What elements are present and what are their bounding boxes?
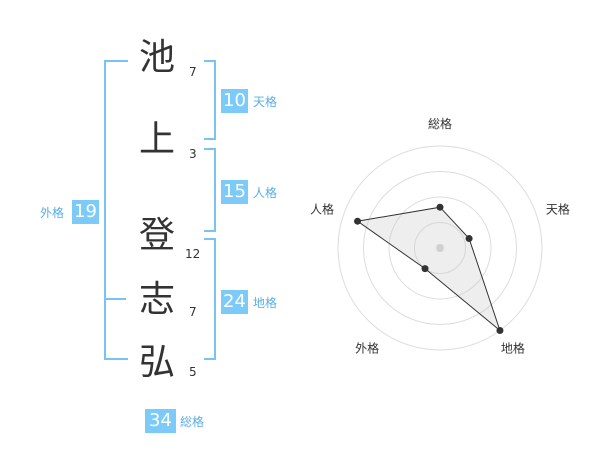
stroke-count-3: 12 bbox=[185, 247, 201, 261]
radar-ring-2 bbox=[388, 196, 492, 300]
name-char-1: 池 bbox=[138, 37, 175, 78]
radar-point-1 bbox=[436, 203, 444, 211]
gaikaku-bracket bbox=[104, 60, 128, 360]
radar-point-2 bbox=[465, 235, 473, 243]
soukaku-label: 総格 bbox=[180, 415, 205, 429]
name-char-4: 志 bbox=[138, 279, 175, 320]
radar-axis-label-4: 外格 bbox=[355, 340, 379, 355]
stroke-count-4: 7 bbox=[189, 305, 197, 319]
radar-point-3 bbox=[496, 327, 504, 335]
stroke-count-2: 3 bbox=[189, 147, 197, 161]
radar-ring-3 bbox=[363, 171, 517, 325]
stroke-count-5: 5 bbox=[189, 365, 197, 379]
radar-axis-label-2: 天格 bbox=[546, 202, 570, 217]
soukaku-badge: 34 bbox=[145, 409, 176, 433]
radar-polygon bbox=[356, 206, 501, 333]
radar-axis-label-5: 人格 bbox=[310, 202, 334, 217]
chikaku-label: 地格 bbox=[253, 296, 278, 310]
chikaku-badge: 24 bbox=[221, 290, 248, 314]
gaikaku-bracket-divider bbox=[104, 298, 126, 300]
name-char-5: 弘 bbox=[138, 342, 175, 383]
tenkaku-badge: 10 bbox=[221, 89, 248, 113]
radar-axis-label-3: 地格 bbox=[501, 340, 525, 355]
jinkaku-bracket bbox=[204, 148, 216, 232]
name-char-2: 上 bbox=[138, 119, 175, 160]
gaikaku-badge: 19 bbox=[72, 200, 99, 224]
jinkaku-badge: 15 bbox=[221, 180, 248, 204]
gaikaku-label: 外格 bbox=[40, 206, 65, 220]
tenkaku-label: 天格 bbox=[253, 95, 278, 109]
radar-ring-4 bbox=[337, 145, 543, 351]
radar-axis-label-1: 総格 bbox=[428, 116, 452, 131]
radar-center bbox=[436, 244, 444, 252]
radar-point-4 bbox=[421, 265, 429, 273]
chikaku-bracket bbox=[204, 238, 216, 360]
radar-ring-1 bbox=[414, 222, 466, 274]
tenkaku-bracket bbox=[204, 60, 216, 140]
stroke-count-1: 7 bbox=[189, 65, 197, 79]
jinkaku-label: 人格 bbox=[253, 186, 278, 200]
name-char-3: 登 bbox=[138, 215, 175, 256]
radar-point-5 bbox=[354, 217, 362, 225]
